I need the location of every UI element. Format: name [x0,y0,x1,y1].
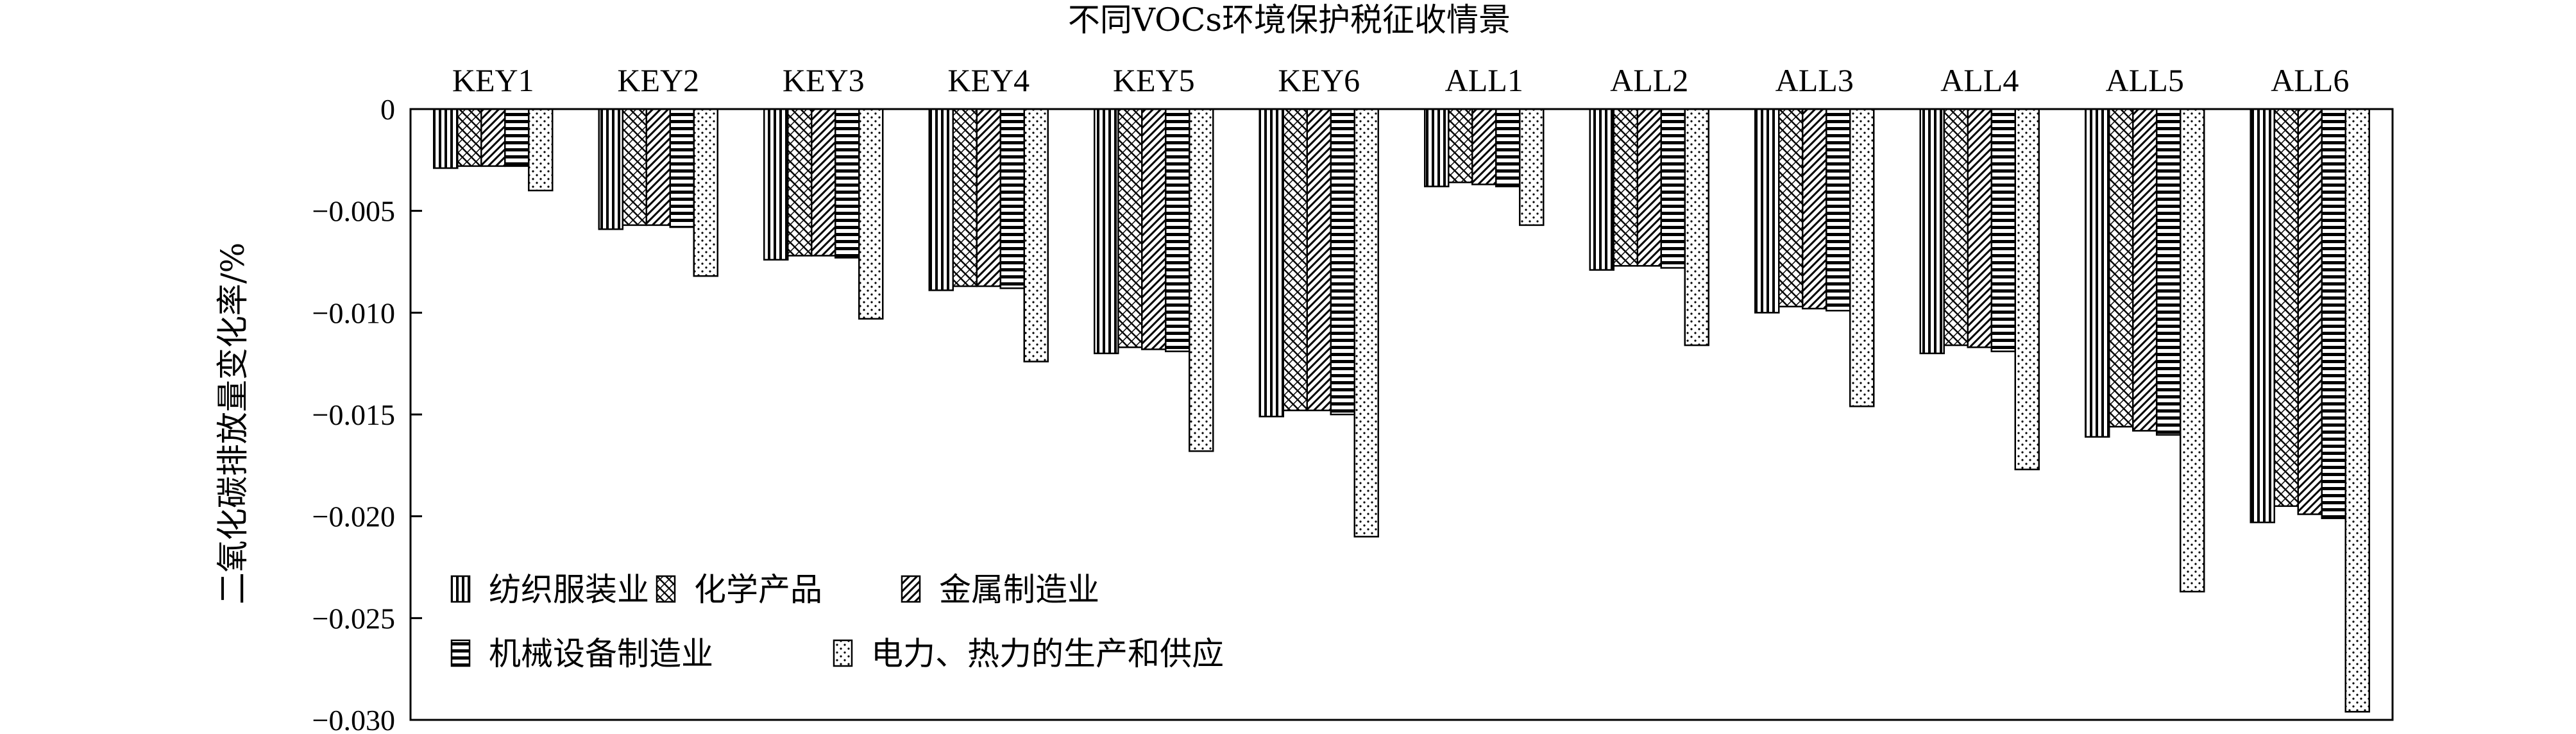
bar [787,108,813,257]
chart-title: 不同VOCs环境保护税征收情景 [1068,1,1511,38]
plot-frame [409,108,2394,721]
category-label: KEY3 [783,62,865,98]
bar [1919,108,1945,355]
bar [976,108,1001,287]
category-label: ALL2 [1610,62,1688,98]
bar [1330,108,1355,416]
bar [1990,108,2016,352]
legend-swatch [450,575,471,603]
bar [1117,108,1143,348]
category-label: ALL5 [2106,62,2184,98]
bar [1613,108,1638,267]
bar [1189,108,1214,452]
bar [1424,108,1450,187]
bar [433,108,459,169]
bar [480,108,506,167]
bar [645,108,671,226]
bar [2085,108,2110,438]
y-axis-label: 二氧化碳排放量变化率/% [214,243,251,604]
legend-label: 电力、热力的生产和供应 [871,635,1224,672]
legend-label: 纺织服装业 [489,571,649,608]
legend-swatch [656,575,676,603]
bar [2132,108,2158,432]
bar [1448,108,1473,184]
bar [1306,108,1332,411]
category-label: KEY6 [1278,62,1360,98]
legend-label: 机械设备制造业 [489,635,713,672]
category-label: ALL1 [1445,62,1523,98]
bar [1353,108,1379,538]
bar [2344,108,2370,713]
legend-label: 化学产品 [694,571,822,608]
bar [811,108,836,257]
category-label: ALL6 [2271,62,2349,98]
bar [1802,108,1827,310]
bar [1165,108,1191,352]
bar [2180,108,2205,593]
bar [2014,108,2040,470]
bar [598,108,623,230]
bar [2108,108,2134,428]
bar [1471,108,1497,185]
bar [1589,108,1614,271]
bar [1023,108,1049,363]
bar [858,108,884,320]
bar [2321,108,2346,520]
legend-label: 金属制造业 [939,571,1099,608]
y-axis-ticks: 0 −0.005 −0.010 −0.015 −0.020 −0.025 −0.030 [312,93,422,734]
bar [763,108,789,261]
bar [1967,108,1992,348]
bar [1519,108,1545,226]
bar [1849,108,1875,407]
bar [1754,108,1780,314]
bar [1826,108,1851,312]
bar [2273,108,2299,508]
legend-swatch [833,639,853,667]
category-labels: KEY1 KEY2 KEY3 KEY4 KEY5 KEY6 ALL1 ALL2 ALL3 ALL4… [452,62,2349,98]
bar [835,108,860,259]
bar [1943,108,1969,346]
bar [1684,108,1709,346]
category-label: KEY4 [947,62,1030,98]
legend-swatch [901,575,921,603]
bar [999,108,1025,289]
bar [1141,108,1167,350]
bar [528,108,554,192]
bar [1660,108,1686,269]
bar [1636,108,1662,267]
bar [669,108,695,228]
y-tick-label: −0.005 [312,195,395,228]
bar [1778,108,1804,308]
bars [433,108,2370,713]
bar [1282,108,1308,411]
bar [622,108,647,226]
bar [928,108,954,291]
category-label: KEY5 [1113,62,1195,98]
legend-swatch [450,639,471,667]
y-tick-label: −0.010 [312,296,395,329]
bar [2250,108,2275,524]
category-label: ALL4 [1940,62,2019,98]
bar [693,108,718,277]
bar [504,108,530,167]
bar [1094,108,1119,355]
bar [2156,108,2182,436]
category-label: KEY1 [452,62,534,98]
bar [1258,108,1284,418]
y-tick-label: −0.025 [312,602,395,635]
y-tick-label: −0.020 [312,500,395,533]
category-label: KEY2 [617,62,699,98]
bar [952,108,978,287]
bar [1495,108,1521,187]
y-tick-label: −0.030 [312,704,395,734]
category-label: ALL3 [1775,62,1854,98]
y-tick-label: 0 [380,93,395,126]
bar [457,108,482,167]
y-tick-label: −0.015 [312,398,395,431]
bar [2297,108,2323,515]
